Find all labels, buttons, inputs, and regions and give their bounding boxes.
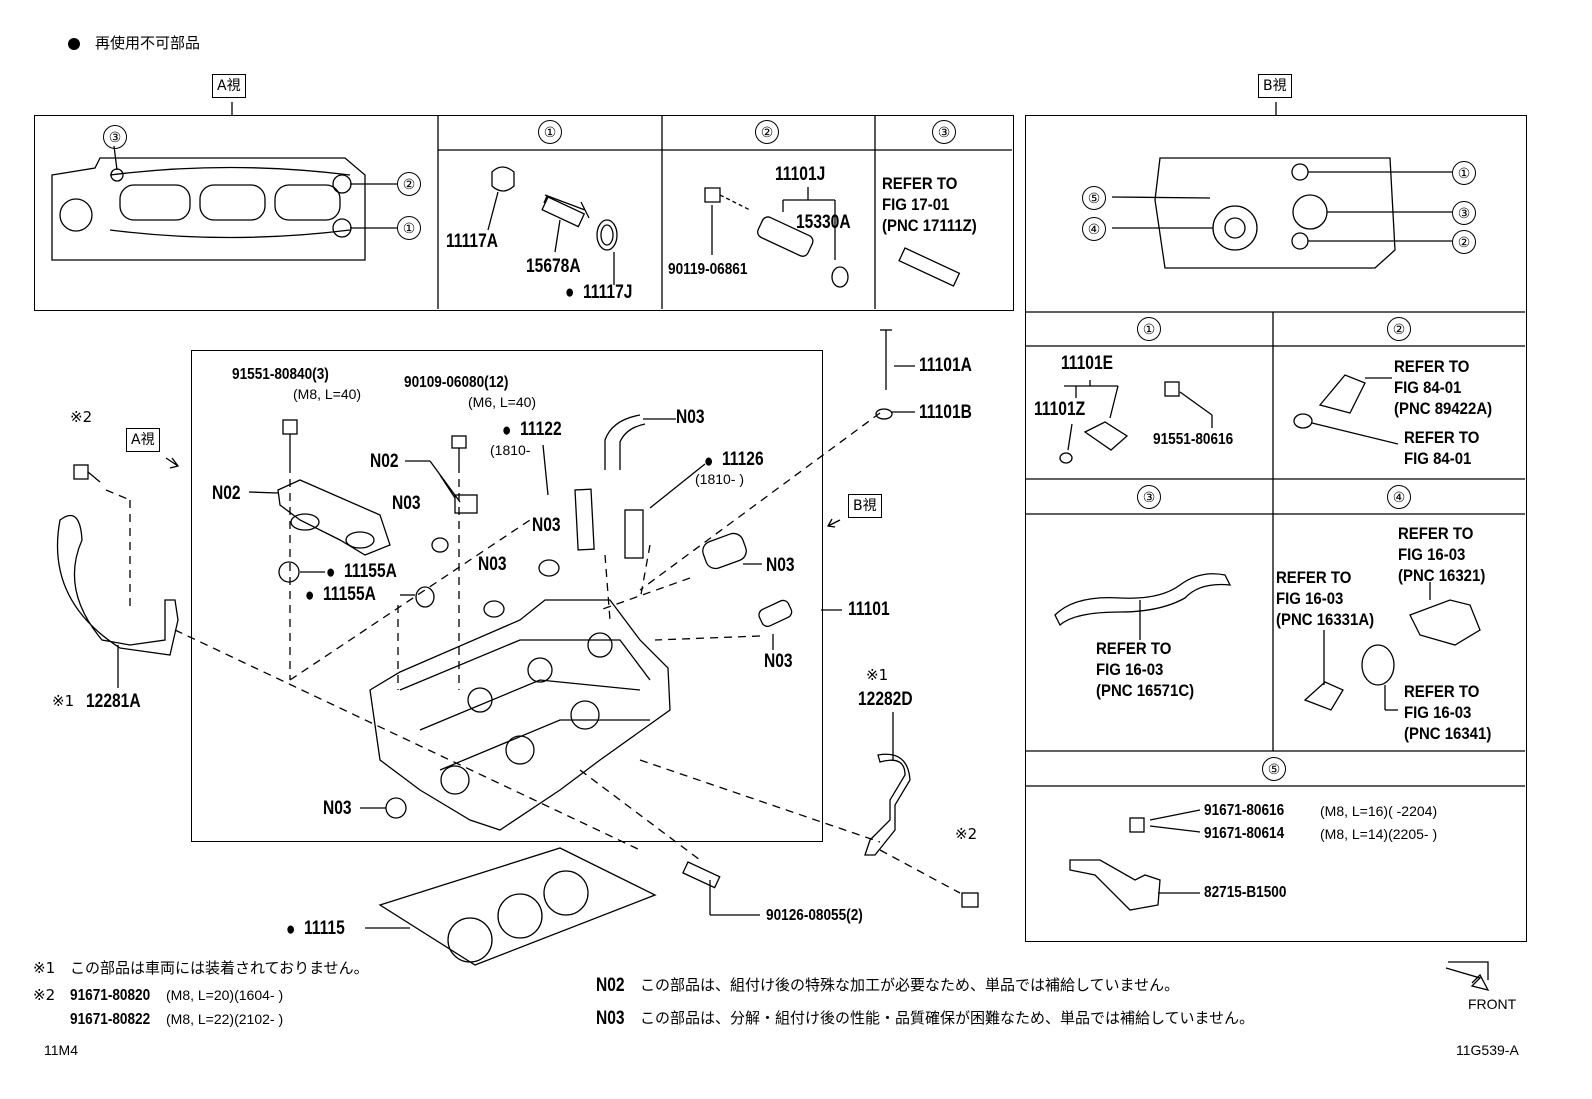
- n03-label-1: N03: [392, 493, 421, 514]
- non-reusable-dot-11122: ●: [502, 420, 512, 441]
- n03-label-tube: N03: [676, 407, 705, 428]
- n03-label-2: N03: [532, 515, 561, 536]
- kome2-mark-left: ※2: [70, 408, 93, 426]
- part-12281A: 12281A: [86, 691, 141, 712]
- callout-3-exhaust: ③: [1452, 201, 1476, 225]
- callout-2-intake: ②: [397, 172, 421, 196]
- footnote-1-mark: ※1: [33, 959, 56, 977]
- footnote-n03-text: この部品は、分解・組付け後の性能・品質確保が困難なため、単品では補給していません…: [640, 1009, 1255, 1027]
- kome2-mark-right: ※2: [955, 825, 978, 843]
- footnote-2-mark: ※2: [33, 986, 56, 1004]
- panel-b-frame: [1025, 115, 1527, 942]
- part-90109-06080: 90109-06080(12): [404, 374, 509, 391]
- b-detail-2-header: ②: [1387, 317, 1411, 341]
- footnote-1-text: この部品は車両には装着されておりません。: [70, 959, 369, 977]
- front-direction-label: FRONT: [1468, 996, 1517, 1012]
- footnote-n03-label: N03: [596, 1008, 625, 1029]
- part-91671-80614: 91671-80614: [1204, 825, 1285, 842]
- model-code: 11M4: [44, 1042, 78, 1058]
- detail-3-reference: REFER TO FIG 17-01 (PNC 17111Z): [882, 174, 977, 235]
- footnote-2-part-a: 91671-80820: [70, 987, 151, 1004]
- part-90119-06861: 90119-06861: [668, 261, 748, 278]
- part-11101Z: 11101Z: [1034, 399, 1086, 420]
- detail-3-header: ③: [932, 120, 956, 144]
- non-reusable-dot-11126: ●: [704, 451, 714, 472]
- n03-label-5: N03: [764, 651, 793, 672]
- part-11115: 11115: [304, 918, 345, 939]
- view-b-label: B視: [1258, 74, 1292, 98]
- part-82715-B1500: 82715-B1500: [1204, 884, 1287, 901]
- kome1-mark-left: ※1: [52, 692, 75, 710]
- footnote-n02-text: この部品は、組付け後の特殊な加工が必要なため、単品では補給していません。: [640, 976, 1180, 994]
- part-11126-note: (1810- ): [695, 471, 745, 487]
- legend-non-reusable-dot: ●: [68, 36, 80, 51]
- part-11122: 11122: [520, 419, 562, 440]
- part-11117A: 11117A: [446, 231, 499, 252]
- part-91671-80616: 91671-80616: [1204, 802, 1285, 819]
- footnote-n02-label: N02: [596, 975, 625, 996]
- b-detail-2-ref2: REFER TO FIG 84-01: [1404, 428, 1480, 468]
- callout-4-exhaust: ④: [1082, 217, 1106, 241]
- callout-5-exhaust: ⑤: [1082, 186, 1106, 210]
- part-11101E: 11101E: [1061, 353, 1114, 374]
- callout-1-exhaust: ①: [1452, 161, 1476, 185]
- figure-id: 11G539-A: [1456, 1042, 1519, 1058]
- n02-label-camcap: N02: [212, 483, 241, 504]
- part-91671-80614-spec: (M8, L=14)(2205- ): [1320, 826, 1438, 842]
- part-15330A: 15330A: [796, 212, 851, 233]
- b-detail-2-ref1: REFER TO FIG 84-01 (PNC 89422A): [1394, 357, 1493, 418]
- b-detail-4-ref3: REFER TO FIG 16-03 (PNC 16341): [1404, 682, 1492, 743]
- b-detail-4-ref2: REFER TO FIG 16-03 (PNC 16331A): [1276, 568, 1375, 629]
- legend-non-reusable-label: 再使用不可部品: [95, 34, 201, 52]
- view-b-arrow-label: B視: [848, 494, 882, 518]
- view-a-label: A視: [212, 74, 246, 98]
- part-12282D: 12282D: [858, 689, 913, 710]
- part-11126: 11126: [722, 449, 764, 470]
- non-reusable-dot-11155a-1: ●: [326, 562, 336, 583]
- part-91671-80616-spec: (M8, L=16)( -2204): [1320, 803, 1438, 819]
- part-11101A: 11101A: [919, 355, 972, 376]
- n02-label-bracket: N02: [370, 451, 399, 472]
- non-reusable-dot: ●: [565, 282, 575, 303]
- part-90126-08055: 90126-08055(2): [766, 907, 863, 924]
- panel-a-frame: [34, 115, 1014, 311]
- b-detail-5-header: ⑤: [1262, 757, 1286, 781]
- part-11101: 11101: [848, 599, 890, 620]
- detail-2-header: ②: [755, 120, 779, 144]
- kome1-mark-right: ※1: [866, 666, 889, 684]
- footnote-2-spec-a: (M8, L=20)(1604- ): [166, 987, 284, 1003]
- part-91551-80840-spec: (M8, L=40): [293, 386, 362, 402]
- b-detail-4-header: ④: [1387, 485, 1411, 509]
- b-detail-4-ref1: REFER TO FIG 16-03 (PNC 16321): [1398, 524, 1486, 585]
- b-detail-3-ref: REFER TO FIG 16-03 (PNC 16571C): [1096, 639, 1195, 700]
- callout-1-intake: ①: [397, 216, 421, 240]
- callout-2-exhaust: ②: [1452, 230, 1476, 254]
- main-frame: [191, 350, 823, 842]
- part-90109-06080-spec: (M6, L=40): [468, 394, 537, 410]
- part-11101B: 11101B: [919, 402, 972, 423]
- footnote-2-spec-b: (M8, L=22)(2102- ): [166, 1011, 284, 1027]
- part-15678A: 15678A: [526, 256, 581, 277]
- non-reusable-dot-11115: ●: [286, 919, 296, 940]
- view-a-arrow-label: A視: [126, 428, 160, 452]
- n03-label-4: N03: [766, 555, 795, 576]
- footnote-2-part-b: 91671-80822: [70, 1011, 151, 1028]
- callout-3-intake: ③: [103, 125, 127, 149]
- part-11122-note: (1810-: [490, 442, 531, 458]
- part-11117J: 11117J: [583, 282, 633, 303]
- part-91551-80616: 91551-80616: [1153, 431, 1234, 448]
- part-91551-80840: 91551-80840(3): [232, 366, 329, 383]
- part-11155A-1: 11155A: [344, 561, 397, 582]
- non-reusable-dot-11155a-2: ●: [305, 585, 315, 606]
- b-detail-1-header: ①: [1137, 317, 1161, 341]
- part-11155A-2: 11155A: [323, 584, 376, 605]
- detail-1-header: ①: [538, 120, 562, 144]
- n03-label-3: N03: [478, 554, 507, 575]
- part-11101J: 11101J: [775, 164, 826, 185]
- b-detail-3-header: ③: [1137, 485, 1161, 509]
- n03-label-6: N03: [323, 798, 352, 819]
